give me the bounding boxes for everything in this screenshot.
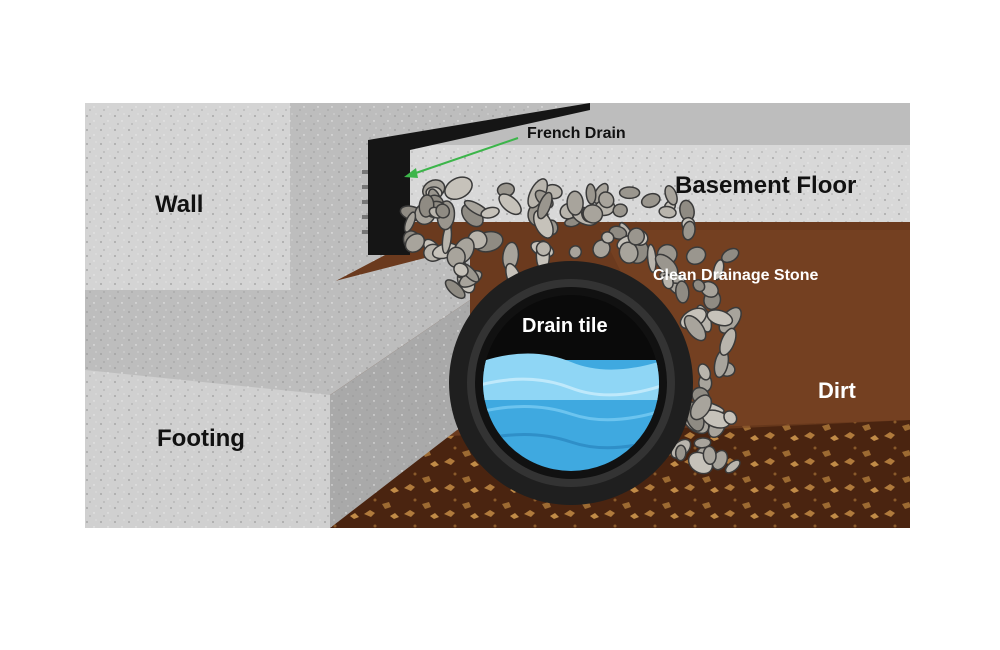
stone [692, 278, 706, 293]
stone [706, 309, 734, 327]
french-drain-label: French Drain [527, 125, 626, 142]
dirt-label: Dirt [818, 378, 857, 403]
french-drain-channel [362, 103, 590, 255]
stone [444, 176, 473, 201]
stone [536, 191, 553, 220]
stone [480, 206, 500, 219]
stone [453, 262, 469, 278]
stone [618, 241, 639, 264]
drain-tile-label: Drain tile [522, 315, 608, 337]
stone [598, 191, 615, 209]
stone [674, 444, 687, 462]
stone [566, 190, 584, 216]
footing-label: Footing [157, 425, 245, 452]
stone [403, 211, 417, 233]
wall-block [85, 103, 590, 305]
stone [682, 220, 696, 241]
drainage-stone-pile [399, 176, 742, 475]
stone [712, 259, 725, 281]
drain-tile-pipe [449, 261, 693, 505]
wall-label: Wall [155, 191, 203, 218]
stone [664, 184, 678, 206]
french-drain-arrow [404, 137, 519, 178]
stone [724, 459, 741, 474]
stone [683, 314, 707, 342]
stone [719, 327, 737, 356]
stone [612, 203, 628, 218]
stone [435, 203, 451, 219]
footing-block [85, 258, 470, 528]
stone [627, 227, 645, 246]
stone [498, 193, 522, 216]
stone [693, 437, 712, 449]
stone [685, 246, 707, 266]
stone [404, 233, 426, 253]
stone [702, 445, 717, 466]
drainage-stone-label: Clean Drainage Stone [653, 267, 818, 284]
stone [582, 204, 604, 224]
stone [675, 280, 690, 304]
stone [600, 231, 615, 244]
stone [658, 205, 677, 219]
stone [697, 363, 712, 381]
stone [618, 186, 641, 200]
stone [444, 279, 466, 300]
stone [585, 183, 597, 205]
basement-floor-label: Basement Floor [675, 172, 856, 199]
stone [661, 273, 674, 290]
stone [535, 240, 552, 257]
stone [654, 253, 679, 277]
stone [568, 245, 582, 259]
stone [689, 394, 713, 421]
stone [640, 192, 661, 209]
stone [723, 410, 738, 425]
